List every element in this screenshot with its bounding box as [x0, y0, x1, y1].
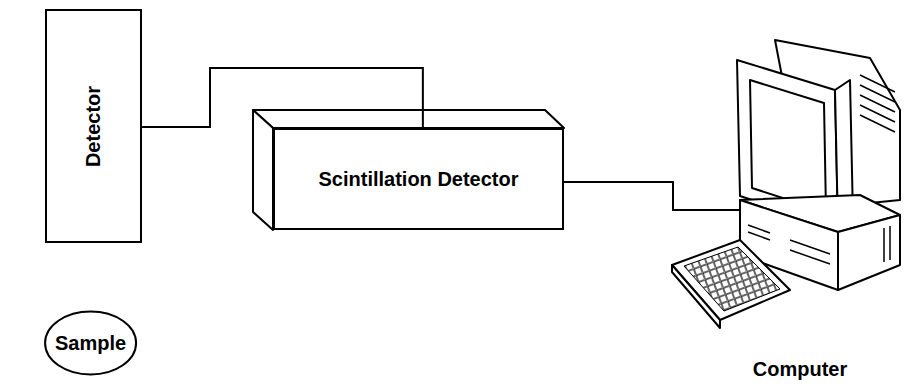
connector-wire [142, 68, 423, 128]
sample-ellipse: Sample [41, 310, 140, 376]
connector-wire [564, 182, 740, 210]
keyboard [672, 240, 790, 320]
node-label: Detector [80, 85, 107, 166]
monitor-vents [860, 75, 895, 132]
node-label: Scintillation Detector [306, 166, 530, 193]
detector-box: Detector [45, 9, 142, 243]
tower-side [838, 215, 900, 290]
box-side-face [253, 110, 273, 230]
node-label: Computer [749, 356, 851, 383]
keyboard-keys [684, 247, 780, 311]
monitor-screen [750, 80, 826, 212]
node-label: Sample [55, 330, 126, 357]
computer-node: Computer [740, 205, 900, 385]
scintillation-box: Scintillation Detector [273, 128, 564, 230]
box-top-face [253, 110, 564, 128]
tower-slots [748, 225, 890, 264]
